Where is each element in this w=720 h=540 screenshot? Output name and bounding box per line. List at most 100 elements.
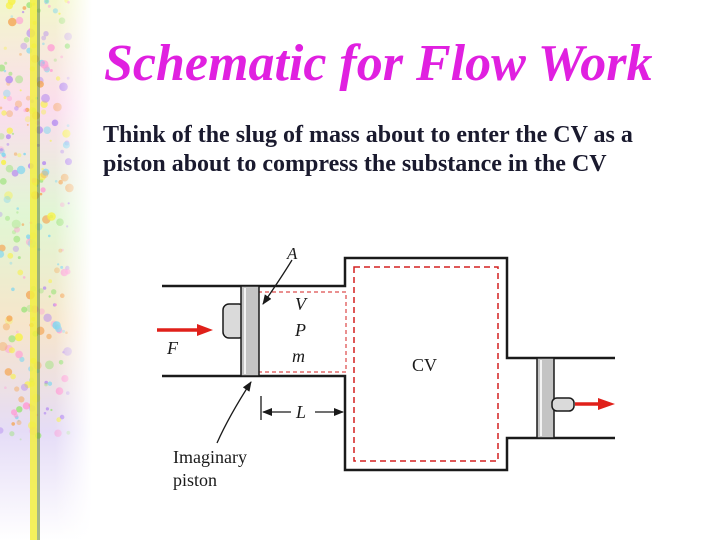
slide-title: Schematic for Flow Work xyxy=(104,35,653,92)
strip-confetti-dot xyxy=(11,132,15,135)
strip-confetti-dot xyxy=(0,342,8,351)
strip-confetti-dot xyxy=(23,152,26,156)
strip-confetti-dot xyxy=(4,191,13,200)
strip-confetti-dot xyxy=(3,195,11,204)
control-volume-boundary xyxy=(353,266,499,462)
strip-confetti-dot xyxy=(48,295,51,298)
strip-confetti-dot xyxy=(5,2,13,10)
strip-confetti-dot xyxy=(11,169,19,177)
strip-confetti-dot xyxy=(41,109,47,115)
strip-confetti-dot xyxy=(11,287,15,292)
area-leader xyxy=(262,259,293,305)
strip-confetti-dot xyxy=(4,61,8,65)
strip-confetti-dot xyxy=(42,168,50,176)
label-force: F xyxy=(166,338,179,358)
strip-confetti-dot xyxy=(40,170,49,179)
strip-confetti-dot xyxy=(44,382,48,387)
strip-confetti-dot xyxy=(6,315,13,322)
strip-confetti-dot xyxy=(10,373,16,380)
outlet-arrow xyxy=(575,398,615,410)
label-piston: piston xyxy=(173,470,217,490)
strip-confetti-dot xyxy=(42,286,47,290)
strip-confetti-dot xyxy=(16,420,22,426)
strip-confetti-dot xyxy=(15,16,24,25)
strip-confetti-dot xyxy=(7,252,14,259)
strip-confetti-dot xyxy=(16,165,26,175)
strip-confetti-dot xyxy=(6,110,13,118)
strip-confetti-dot xyxy=(24,381,32,389)
strip-confetti-dot xyxy=(11,409,18,416)
strip-confetti-dot xyxy=(19,438,22,441)
strip-confetti-dot xyxy=(42,161,47,166)
strip-confetti-dot xyxy=(49,139,52,142)
strip-confetti-dot xyxy=(41,167,44,171)
label-control-volume: CV xyxy=(412,355,437,375)
strip-confetti-dot xyxy=(3,89,11,98)
strip-confetti-dot xyxy=(17,419,20,422)
strip-confetti-dot xyxy=(42,42,45,46)
strip-confetti-dot xyxy=(26,123,29,126)
strip-confetti-dot xyxy=(5,164,14,173)
force-arrow xyxy=(157,324,213,336)
strip-confetti-dot xyxy=(23,108,28,113)
strip-confetti-dot xyxy=(9,431,15,437)
strip-confetti-dot xyxy=(16,207,20,210)
strip-confetti-dot xyxy=(18,396,25,403)
imaginary-piston xyxy=(222,285,260,377)
flow-work-schematic: A V P m F L CV Imaginary piston xyxy=(157,244,615,490)
strip-confetti-dot xyxy=(41,35,47,41)
strip-confetti-dot xyxy=(4,386,7,390)
strip-confetti-dot xyxy=(22,6,27,10)
strip-confetti-dot xyxy=(43,0,50,4)
strip-confetti-dot xyxy=(22,276,26,279)
label-volume: V xyxy=(295,294,308,314)
strip-confetti-dot xyxy=(47,381,53,386)
strip-confetti-dot xyxy=(8,71,13,76)
strip-confetti-dot xyxy=(25,107,30,112)
strip-confetti-dot xyxy=(0,133,5,140)
strip-confetti-dot xyxy=(14,333,23,342)
strip-confetti-dot xyxy=(43,411,47,415)
strip-confetti-dot xyxy=(41,93,50,103)
strip-confetti-dot xyxy=(6,95,13,102)
strip-confetti-dot xyxy=(14,106,19,111)
strip-confetti-dot xyxy=(38,308,45,315)
strip-confetti-dot xyxy=(0,178,7,185)
strip-confetti-dot xyxy=(10,15,14,18)
strip-confetti-dot xyxy=(23,37,30,43)
strip-confetti-dot xyxy=(45,360,54,370)
strip-confetti-dot xyxy=(6,143,10,146)
strip-confetti-dot xyxy=(48,234,51,238)
strip-confetti-dot xyxy=(3,96,7,100)
label-length: L xyxy=(295,402,306,422)
strip-confetti-dot xyxy=(24,116,31,123)
strip-confetti-dot xyxy=(20,383,29,391)
strip-confetti-dot xyxy=(49,69,53,72)
strip-confetti-dot xyxy=(16,406,23,413)
strip-confetti-dot xyxy=(6,127,13,134)
strip-confetti-dot xyxy=(48,279,53,284)
decorative-side-strip xyxy=(0,0,92,540)
strip-confetti-dot xyxy=(25,95,31,101)
label-pressure: P xyxy=(294,320,306,340)
label-area: A xyxy=(286,244,298,263)
strip-confetti-dot xyxy=(2,323,10,331)
strip-confetti-dot xyxy=(40,60,49,69)
strip-confetti-dot xyxy=(42,61,45,64)
strip-confetti-dot xyxy=(21,306,28,313)
strip-confetti-dot xyxy=(20,42,28,50)
strip-confetti-dot xyxy=(15,330,19,334)
strip-confetti-dot xyxy=(11,230,17,235)
strip-confetti-dot xyxy=(11,219,21,229)
strip-confetti-dot xyxy=(13,235,21,243)
strip-confetti-dot xyxy=(5,215,10,221)
strip-confetti-dot xyxy=(13,152,18,156)
strip-confetti-dot xyxy=(17,153,22,158)
strip-confetti-dot xyxy=(22,402,30,410)
strip-confetti-dot xyxy=(3,69,7,73)
strip-confetti-dot xyxy=(26,234,31,239)
strip-confetti-dot xyxy=(0,64,6,72)
strip-confetti-dot xyxy=(14,386,20,392)
strip-confetti-dot xyxy=(43,313,52,322)
strip-confetti-dot xyxy=(0,148,3,152)
